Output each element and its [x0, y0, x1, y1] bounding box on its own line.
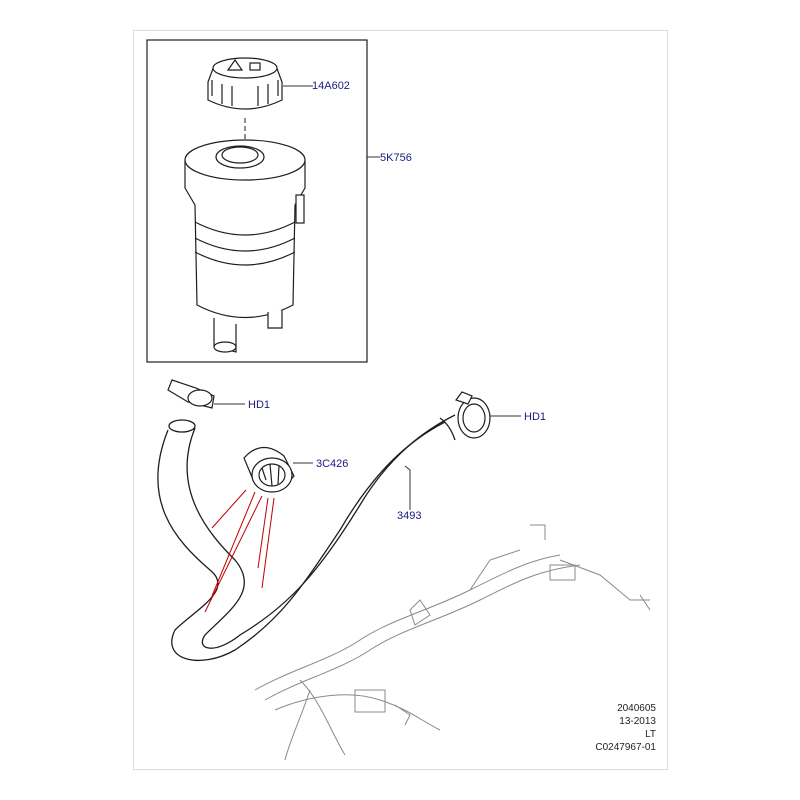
reservoir-group-box: [146, 39, 368, 363]
reservoir-cap: [207, 57, 283, 110]
hose-sleeve: [243, 446, 295, 493]
background-wiring: [254, 524, 651, 761]
hose-clip-right: [455, 391, 491, 439]
drawing-reference-block: 2040605 13-2013 LT C0247967-01: [595, 702, 656, 754]
sleeve-position-markers: [204, 489, 275, 613]
reference-code: LT: [645, 729, 656, 740]
callout-clip-right: HD1: [524, 411, 546, 423]
drawing-id: C0247967-01: [595, 742, 656, 753]
callout-clip-upper: HD1: [248, 399, 270, 411]
reservoir-body: [184, 139, 306, 353]
callout-sleeve: 3C426: [316, 458, 348, 470]
reference-number: 2040605: [617, 703, 656, 714]
reference-date: 13-2013: [619, 716, 656, 727]
leader-lines: [214, 85, 521, 510]
callout-reservoir: 5K756: [380, 152, 412, 164]
callout-hose: 3493: [397, 510, 421, 522]
hose-clip-upper: [167, 379, 215, 409]
hose: [157, 414, 456, 662]
callout-cap: 14A602: [312, 80, 350, 92]
